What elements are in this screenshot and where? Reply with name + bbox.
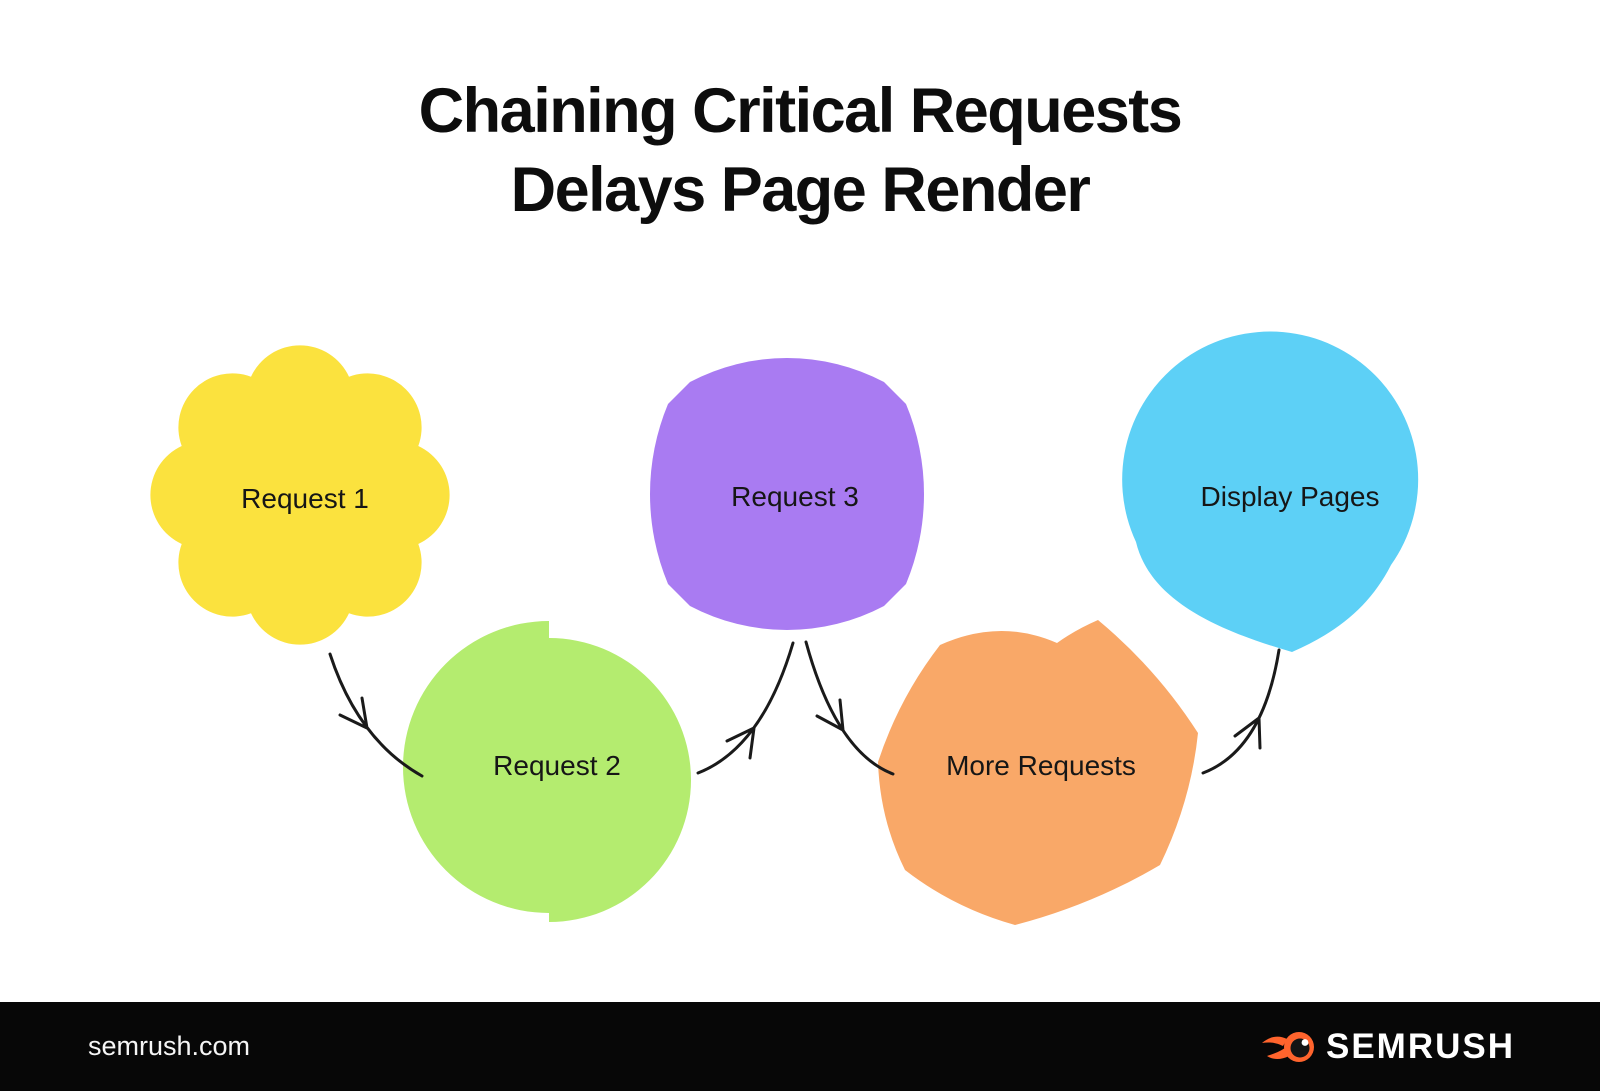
request-1-blob <box>150 345 450 645</box>
page-title-line-2: Delays Page Render <box>510 155 1091 225</box>
page-title: Chaining Critical Requests Delays Page R… <box>0 72 1600 230</box>
arrow-more-requests-to-display-pages <box>1201 648 1281 775</box>
request-2-blob <box>403 621 691 922</box>
footer-bar: semrush.com SEMRUSH <box>0 1002 1600 1091</box>
request-1-label: Request 1 <box>241 483 369 514</box>
display-pages-label: Display Pages <box>1200 481 1380 512</box>
semrush-wordmark: SEMRUSH <box>1325 1026 1515 1066</box>
page-title-line-1: Chaining Critical Requests <box>418 76 1183 146</box>
request-2-label: Request 2 <box>493 750 621 781</box>
semrush-logo: SEMRUSH <box>1261 1027 1515 1067</box>
semrush-flame-icon <box>1261 1031 1314 1062</box>
arrow-request-2-to-request-3 <box>696 641 795 775</box>
arrow-request-1-to-request-2 <box>328 652 424 778</box>
display-pages-blob <box>1122 331 1419 652</box>
request-3-blob <box>650 357 925 631</box>
footer-site-url: semrush.com <box>88 1031 251 1061</box>
request-3-label: Request 3 <box>731 481 859 512</box>
arrow-request-3-to-more-requests <box>804 640 895 776</box>
more-requests-label: More Requests <box>946 750 1136 781</box>
more-requests-blob <box>878 620 1198 925</box>
